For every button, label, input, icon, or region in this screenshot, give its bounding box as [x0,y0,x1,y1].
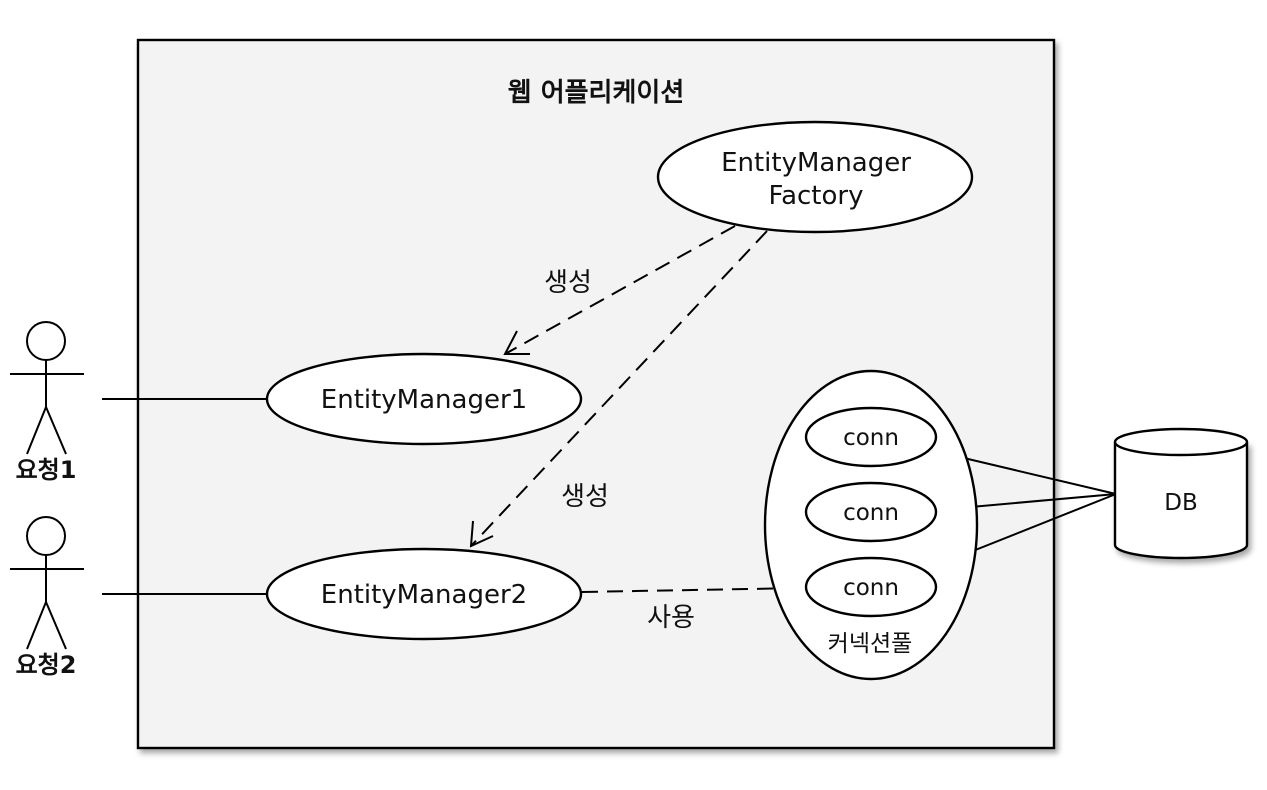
entity-manager-2-node [265,547,583,641]
entity-manager-factory-label-2: Factory [769,181,864,211]
create-arrow-2-line [470,230,768,547]
use-label: 사용 [647,603,695,633]
actor-2-stick-figure [10,516,84,650]
actor-1-label: 요청1 [16,456,77,484]
use-arrow-line [581,587,804,593]
entity-manager-1-node [265,352,583,446]
create-label-2: 생성 [561,482,609,512]
actor-1-leg-left [26,406,47,455]
create-label-1: 생성 [544,268,592,298]
factory-label-line1: EntityManager [721,148,911,178]
actor-1-leg-right [45,406,67,455]
connection-node-3 [804,556,938,618]
database-cylinder [1113,427,1249,560]
entity-manager-factory-label: EntityManager [721,148,911,178]
web-application-title: 웹 어플리케이션 [508,78,685,108]
actor-2-label: 요청2 [16,651,77,679]
connection-label-3: conn [843,575,899,601]
create-arrow-2-head [469,520,494,548]
database-body [1113,442,1249,560]
database-label: DB [1164,490,1198,516]
create-arrow-1-head [503,330,530,355]
connection-pool-label: 커넥션풀 [828,631,913,657]
actor-2-head [26,516,66,556]
database-top [1113,427,1249,457]
entity-manager-1-label: EntityManager1 [321,385,527,415]
connection-node-2 [804,481,938,543]
actor-1-head [26,321,66,361]
create-arrow-1-line [504,225,736,355]
actor-2-leg-right [45,601,67,650]
actor-2-leg-left [26,601,47,650]
actor-1-stick-figure [10,321,84,455]
connection-node-1 [804,406,938,468]
factory-label-line2: Factory [769,181,864,211]
entity-manager-2-label: EntityManager2 [321,580,527,610]
connection-label-1: conn [843,425,899,451]
entity-manager-factory-node [656,120,974,234]
connection-label-2: conn [843,500,899,526]
